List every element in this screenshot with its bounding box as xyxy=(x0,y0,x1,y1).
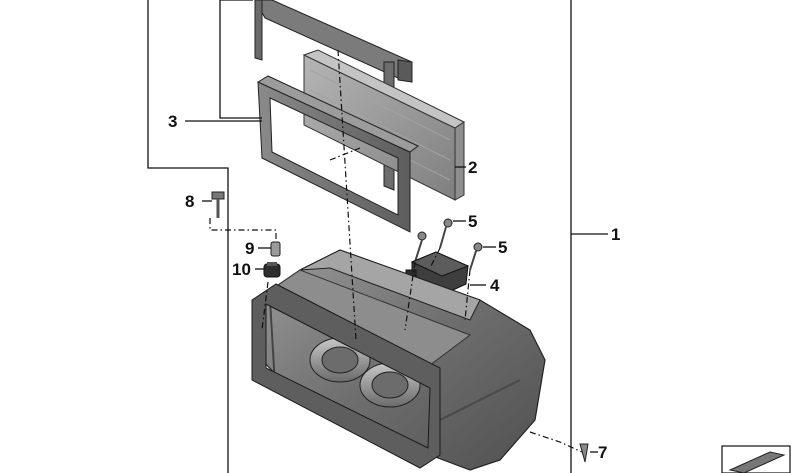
callout-8: 8 xyxy=(185,192,194,211)
reference-arrow-icon xyxy=(728,451,786,473)
clip-7 xyxy=(579,443,589,463)
callout-7: 7 xyxy=(598,443,607,462)
callout-3: 3 xyxy=(168,112,177,131)
housing-front-frame xyxy=(251,283,441,469)
bushing-9 xyxy=(270,241,281,257)
screw-5-left xyxy=(414,231,427,263)
grommet-10 xyxy=(263,262,281,278)
callout-labels: 1 2 3 4 5 5 7 8 9 10 xyxy=(168,112,620,462)
screw-5-top xyxy=(439,218,453,249)
callout-10: 10 xyxy=(232,260,251,279)
bracket-lines xyxy=(147,0,608,473)
reference-box xyxy=(721,445,791,473)
callout-5-upper: 5 xyxy=(468,212,477,231)
bolt-8 xyxy=(211,191,225,218)
callout-2: 2 xyxy=(468,158,477,177)
assembly-lines xyxy=(209,49,583,453)
leader-lines xyxy=(185,0,598,453)
screw-5-right xyxy=(469,242,483,271)
filter-frame xyxy=(256,75,419,233)
callout-9: 9 xyxy=(245,239,254,258)
callout-5-lower: 5 xyxy=(498,238,507,257)
callout-4: 4 xyxy=(490,276,500,295)
callout-1: 1 xyxy=(611,225,620,244)
